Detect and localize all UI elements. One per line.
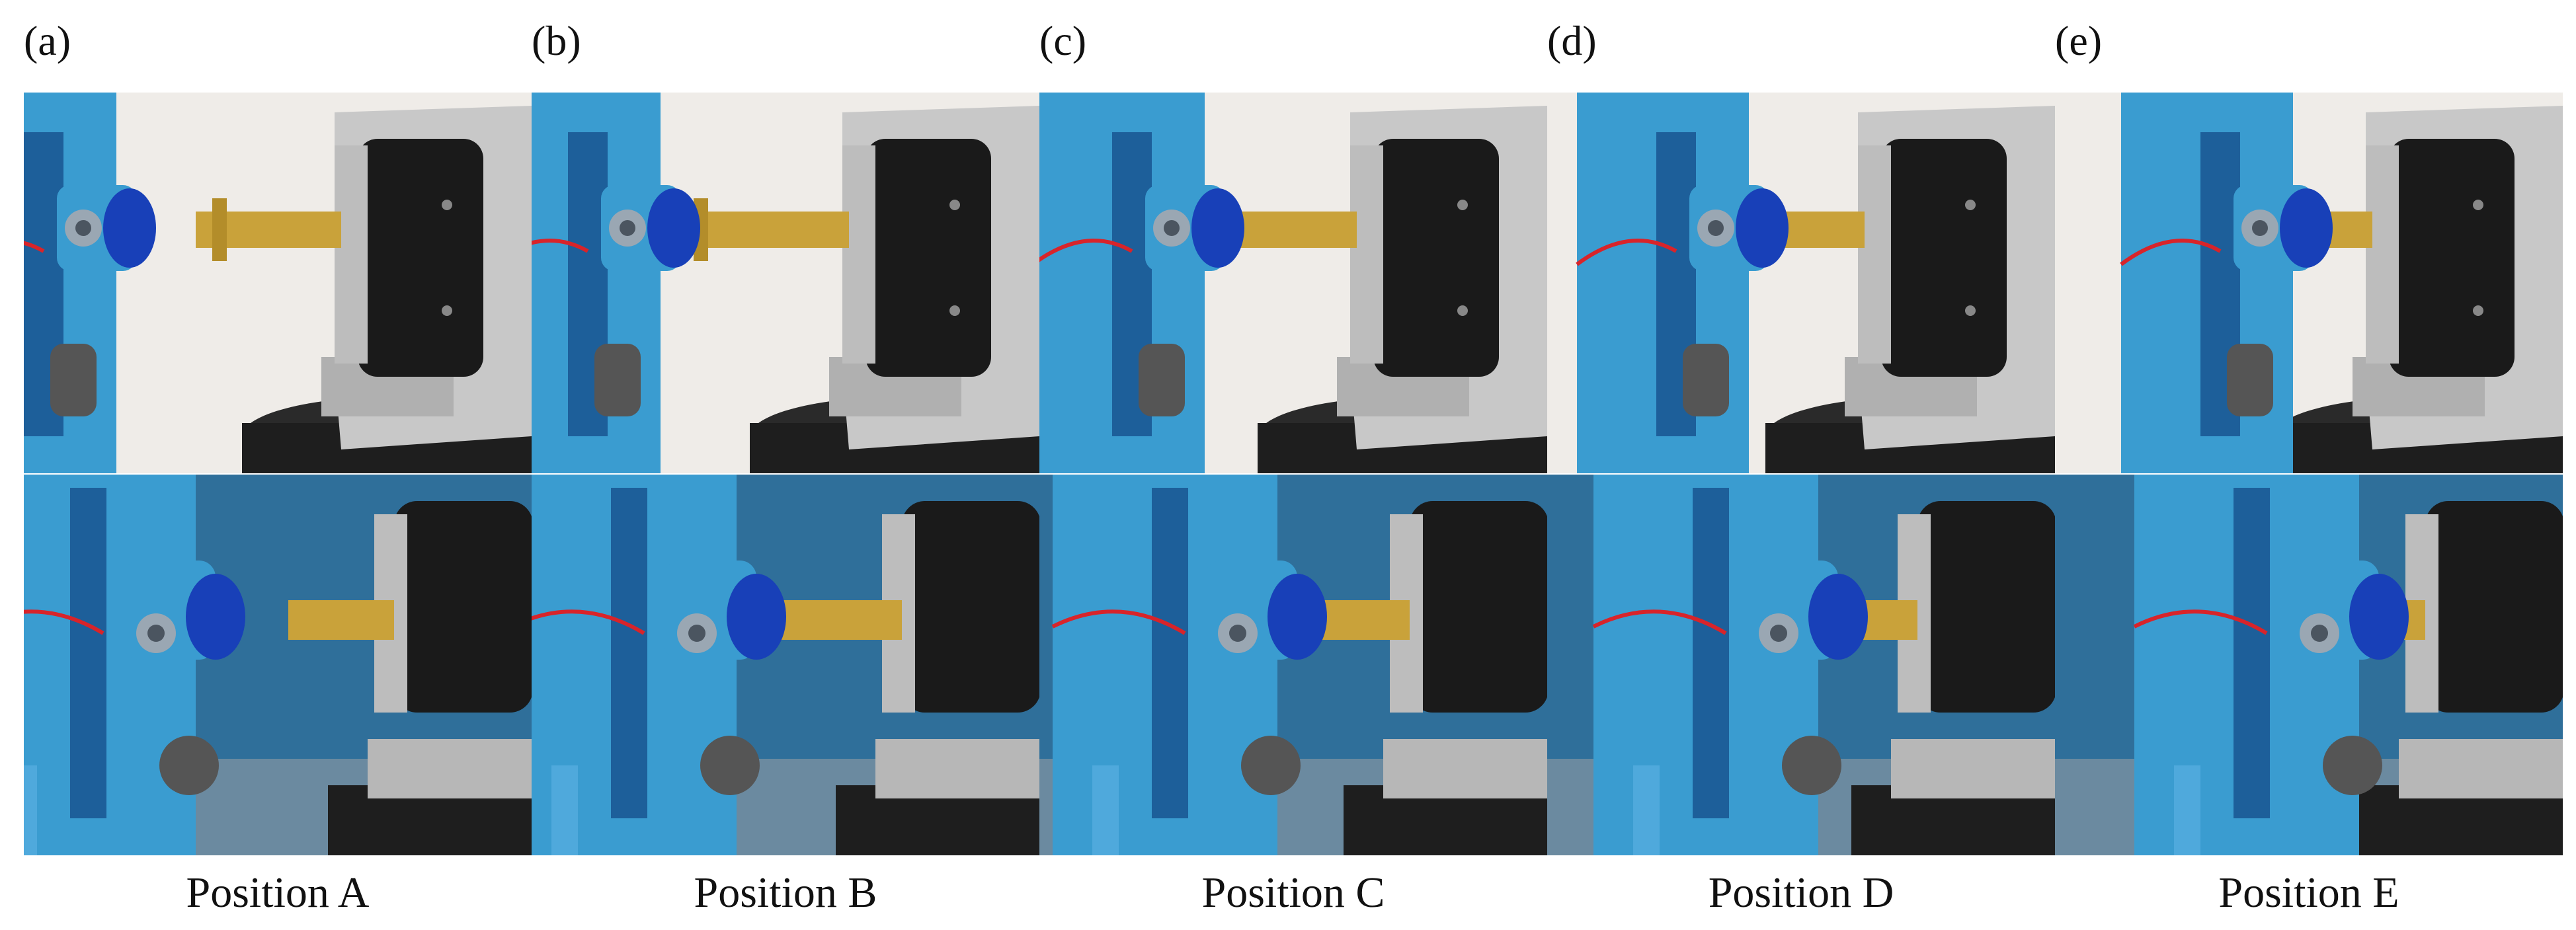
panel-label: (e) [2055,17,2103,64]
sensor-ring [394,501,532,713]
ring-screw [949,200,960,210]
photo-bottom-view [1039,475,1547,855]
sensor-ring [2425,501,2563,713]
photo-top-view [24,93,532,473]
blue-mechanism [532,475,786,855]
sensor-ring [902,501,1039,713]
photo-bottom-view [2055,475,2563,855]
photo-bottom-view [24,475,532,855]
brass-shaft [288,600,394,640]
panel-caption: Position D [1708,869,1894,917]
panel-b: (b) Position B [532,0,1039,930]
ring-screw [442,200,452,210]
sensor-plate [842,145,875,364]
photo-top-view [1547,93,2055,473]
blue-mechanism [2133,475,2409,855]
ring-screw [949,305,960,316]
brass-shaft [766,600,902,640]
photo-top-view [2055,93,2563,473]
blue-mechanism [1039,93,1244,473]
panel-d: (d) Position D [1547,0,2055,930]
sensor-ring [2389,139,2515,377]
panel-c: (c) Position C [1039,0,1547,930]
photo-top-view [1039,93,1547,473]
aluminum-bracket [1383,739,1547,798]
panel-label: (d) [1547,17,1597,64]
photo-bottom-view [532,475,1039,855]
ring-screw [1965,200,1976,210]
aluminum-bracket [1891,739,2055,798]
panel-e: (e) Position E [2055,0,2563,930]
blue-mechanism [24,93,156,473]
panel-label: (b) [532,17,581,64]
panel-caption: Position E [2218,869,2399,917]
photo-top-view [532,93,1039,473]
panel-caption: Position B [694,869,877,917]
sensor-plate [1858,145,1891,364]
ring-screw [1965,305,1976,316]
sensor-ring [358,139,483,377]
ring-screw [2473,305,2483,316]
blue-mechanism [1576,93,1789,473]
ring-screw [2473,200,2483,210]
panel-label: (a) [24,17,71,64]
sensor-ring [1917,501,2055,713]
ring-screw [442,305,452,316]
sensor-plate [335,145,368,364]
blue-mechanism [24,475,245,855]
sensor-plate [1350,145,1383,364]
ring-screw [1457,305,1468,316]
blue-mechanism [1051,475,1327,855]
sensor-ring [1410,501,1547,713]
shaft-flange [212,198,227,261]
aluminum-bracket [368,739,532,798]
blue-mechanism [1592,475,1868,855]
panel-caption: Position C [1201,869,1385,917]
sensor-ring [1373,139,1499,377]
blue-mechanism [2120,93,2333,473]
sensor-ring [865,139,991,377]
panel-caption: Position A [186,869,370,917]
blue-mechanism [532,93,700,473]
ring-screw [1457,200,1468,210]
aluminum-bracket [875,739,1039,798]
aluminum-bracket [2399,739,2563,798]
panel-a: (a) Position A [24,0,532,930]
panel-label: (c) [1039,17,1087,64]
sensor-ring [1881,139,2007,377]
photo-bottom-view [1547,475,2055,855]
sensor-plate [2366,145,2399,364]
